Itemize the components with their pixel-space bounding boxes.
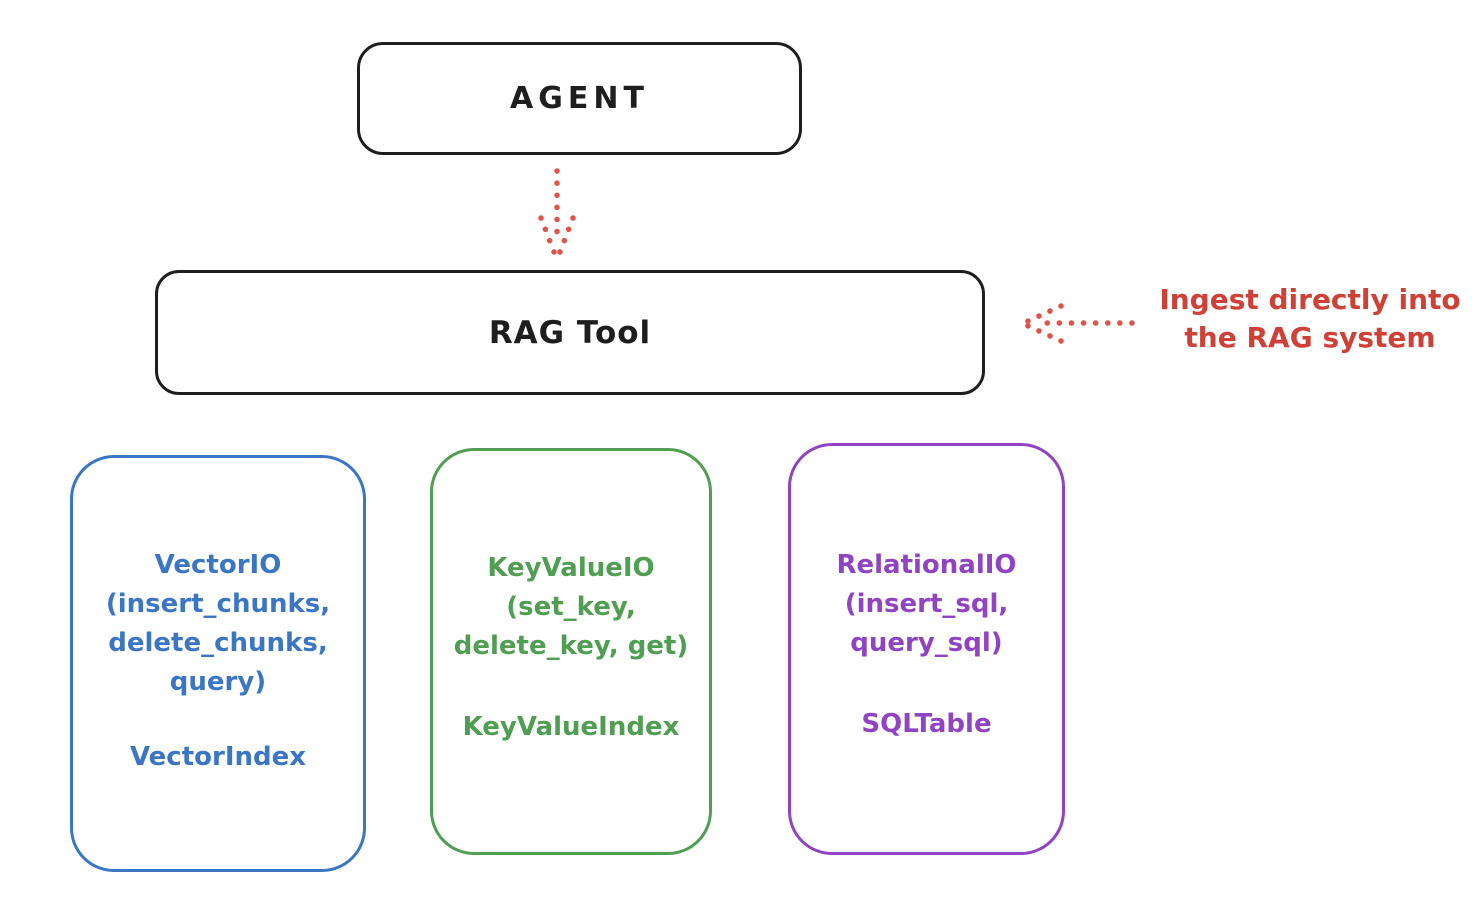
rag-tool-node-label: RAG Tool	[488, 314, 652, 351]
relational-io-title-line: RelationalIO	[836, 550, 1017, 580]
vector-io-title-line: (insert_chunks,	[105, 589, 331, 619]
vector-io-node: VectorIO (insert_chunks, delete_chunks, …	[70, 455, 366, 872]
ingest-annotation-line2: the RAG system	[1184, 321, 1436, 354]
agent-to-ragtool-arrow	[538, 168, 576, 260]
vector-io-title-line: VectorIO	[154, 550, 282, 580]
keyvalue-io-node: KeyValueIO (set_key, delete_key, get) Ke…	[430, 448, 712, 855]
agent-node: AGENT	[357, 42, 802, 155]
sql-table-label: SQLTable	[861, 709, 992, 739]
vector-io-title-line: query)	[169, 667, 267, 697]
keyvalue-index-label: KeyValueIndex	[462, 712, 680, 742]
agent-node-label: AGENT	[510, 81, 649, 116]
ingest-annotation-line1: Ingest directly into	[1159, 283, 1461, 316]
vector-io-title-line: delete_chunks,	[108, 628, 328, 658]
ingest-annotation: Ingest directly into the RAG system	[1140, 281, 1480, 357]
vector-index-label: VectorIndex	[129, 742, 307, 772]
keyvalue-io-title-line: KeyValueIO	[487, 553, 655, 583]
relational-io-title-line: query_sql)	[850, 628, 1003, 658]
relational-io-title-line: (insert_sql,	[844, 589, 1009, 619]
rag-tool-node: RAG Tool	[155, 270, 985, 395]
annotation-to-ragtool-arrow	[1023, 303, 1135, 344]
keyvalue-io-title-line: delete_key, get)	[453, 631, 689, 661]
relational-io-node: RelationalIO (insert_sql, query_sql) SQL…	[788, 443, 1065, 855]
keyvalue-io-title-line: (set_key,	[506, 592, 636, 622]
